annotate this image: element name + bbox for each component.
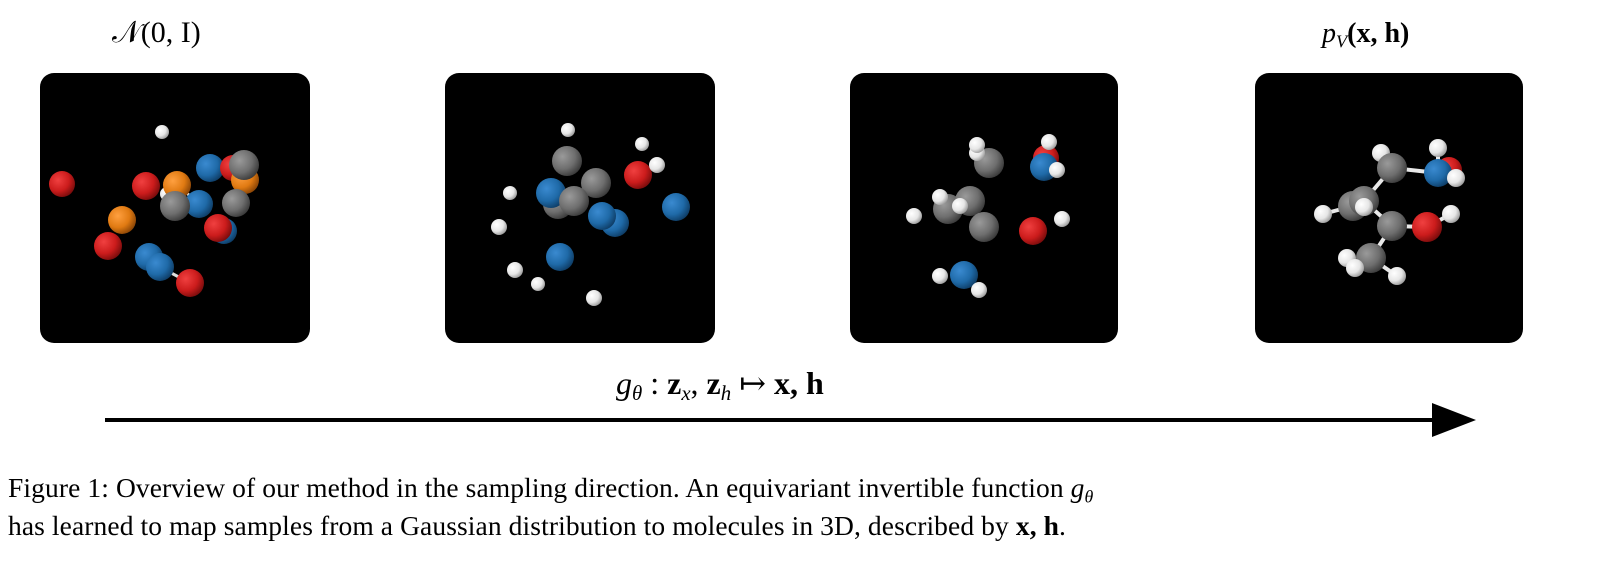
output-distribution-label: pV(x, h) <box>1322 18 1410 52</box>
figure-graphics <box>40 73 1523 437</box>
panel-molecule <box>1255 73 1523 343</box>
panel-intermediate-2 <box>850 73 1118 343</box>
caption-line-1: Figure 1: Overview of our method in the … <box>8 472 1094 507</box>
panel-intermediate-1 <box>445 73 715 343</box>
caption-line-2: has learned to map samples from a Gaussi… <box>8 510 1067 541</box>
input-distribution-label: 𝒩(0, I) <box>112 16 201 49</box>
sampling-direction-arrow <box>105 403 1476 437</box>
panel-gaussian-sample <box>40 73 310 343</box>
mapping-label: gθ : zx, zh ↦ x, h <box>616 365 824 406</box>
